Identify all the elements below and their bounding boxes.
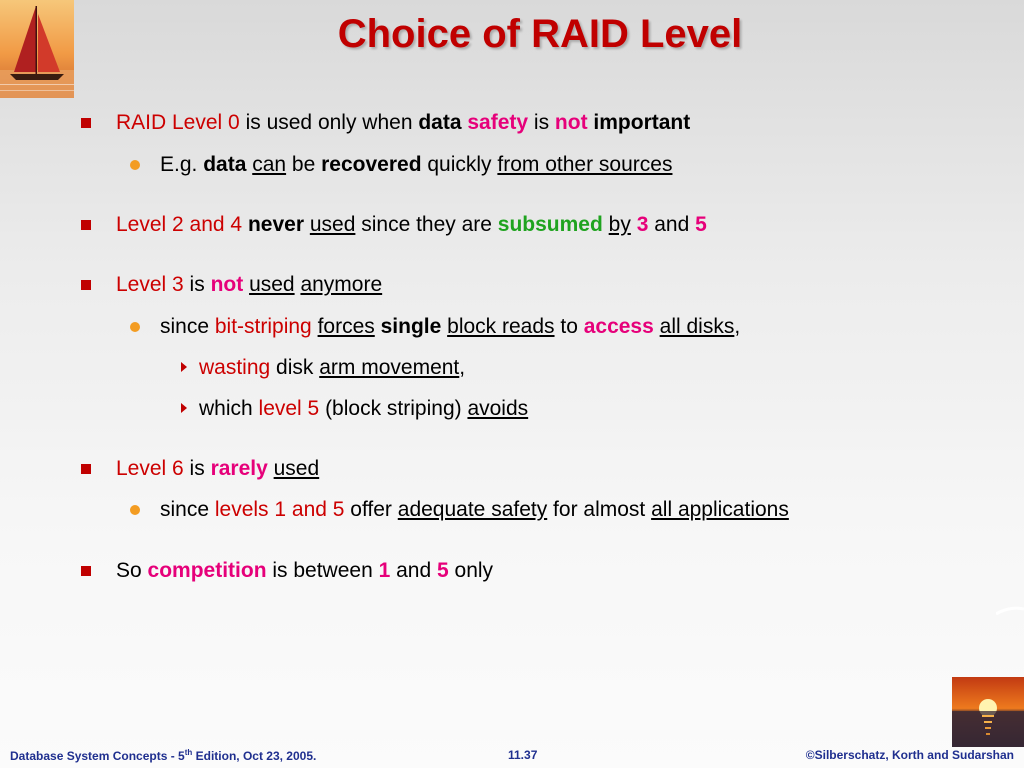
slide-content: RAID Level 0 is used only when data safe…: [81, 111, 789, 582]
round-bullet-icon: [130, 160, 140, 170]
text-wasting: wasting: [199, 356, 271, 379]
text-used: used: [309, 213, 356, 236]
text-level-2-and-4: Level 2 and 4: [116, 213, 243, 236]
text-recovered: recovered: [321, 153, 422, 176]
text-avoids: avoids: [467, 397, 529, 420]
text-used: used: [249, 273, 295, 296]
text: ,: [459, 356, 466, 379]
text-rarely: rarely: [210, 457, 268, 480]
text-forces: forces: [317, 315, 375, 338]
text-not: not: [210, 273, 244, 296]
text: So: [116, 559, 148, 582]
text: is between: [266, 559, 379, 582]
round-bullet-icon: [130, 322, 140, 332]
sunset-logo-icon: [952, 677, 1024, 747]
round-bullet-icon: [130, 505, 140, 515]
text: and: [390, 559, 438, 582]
text: to: [554, 315, 584, 338]
text-3: 3: [636, 213, 649, 236]
text: ,: [734, 315, 741, 338]
text-by: by: [608, 213, 631, 236]
text: is: [183, 457, 211, 480]
square-bullet-icon: [81, 118, 91, 128]
text-access: access: [583, 315, 654, 338]
text-important: important: [593, 111, 691, 134]
text-data: data: [203, 153, 247, 176]
footer-left-sup: th: [184, 748, 193, 757]
text-from-other-sources: from other sources: [497, 153, 673, 176]
text-5: 5: [695, 213, 707, 236]
square-bullet-icon: [81, 280, 91, 290]
text-raid-level-0: RAID Level 0: [116, 111, 240, 134]
arrow-bullet-icon: [181, 403, 187, 413]
footer-left-pre: Database System Concepts - 5: [10, 749, 185, 763]
text-1: 1: [378, 559, 391, 582]
text-subsumed: subsumed: [497, 213, 603, 236]
text: (block striping): [319, 397, 468, 420]
text-level-6: Level 6: [116, 457, 184, 480]
text: E.g.: [160, 153, 204, 176]
text-safety: safety: [467, 111, 529, 134]
text: be: [286, 153, 322, 176]
text-adequate-safety: adequate safety: [397, 498, 548, 521]
text: disk: [270, 356, 320, 379]
square-bullet-icon: [81, 464, 91, 474]
text-not: not: [554, 111, 588, 134]
text-arm-movement: arm movement: [319, 356, 460, 379]
text-data: data: [418, 111, 462, 134]
text-used: used: [273, 457, 320, 480]
page-curl-icon: [996, 606, 1024, 616]
text: which: [199, 397, 259, 420]
text-anymore: anymore: [300, 273, 383, 296]
text-bit-striping: bit-striping: [214, 315, 312, 338]
text: since they are: [355, 213, 498, 236]
text-competition: competition: [147, 559, 267, 582]
text: is: [528, 111, 555, 134]
text: since: [160, 315, 215, 338]
sailboat-logo-icon: [0, 0, 74, 98]
text: since: [160, 498, 215, 521]
arrow-bullet-icon: [181, 362, 187, 372]
text: offer: [344, 498, 398, 521]
text-can: can: [252, 153, 287, 176]
footer-left-post: Edition, Oct 23, 2005.: [192, 749, 317, 763]
text: for almost: [547, 498, 652, 521]
text-block-reads: block reads: [447, 315, 555, 338]
text-5: 5: [437, 559, 449, 582]
text-level-3: Level 3: [116, 273, 184, 296]
footer-book-title: Database System Concepts - 5th Edition, …: [10, 748, 316, 763]
square-bullet-icon: [81, 220, 91, 230]
text-level-5: level 5: [258, 397, 320, 420]
text-all-applications: all applications: [651, 498, 789, 521]
text: is: [183, 273, 211, 296]
text-never: never: [247, 213, 304, 236]
slide-title: Choice of RAID Level: [337, 12, 743, 56]
text-single: single: [380, 315, 442, 338]
text: is used only when: [239, 111, 419, 134]
text: quickly: [421, 153, 498, 176]
text: only: [448, 559, 494, 582]
text-levels-1-and-5: levels 1 and 5: [214, 498, 345, 521]
footer-copyright: ©Silberschatz, Korth and Sudarshan: [805, 748, 1014, 762]
square-bullet-icon: [81, 566, 91, 576]
text: and: [648, 213, 696, 236]
text-all-disks: all disks: [659, 315, 735, 338]
footer-page-number: 11.37: [508, 748, 538, 762]
